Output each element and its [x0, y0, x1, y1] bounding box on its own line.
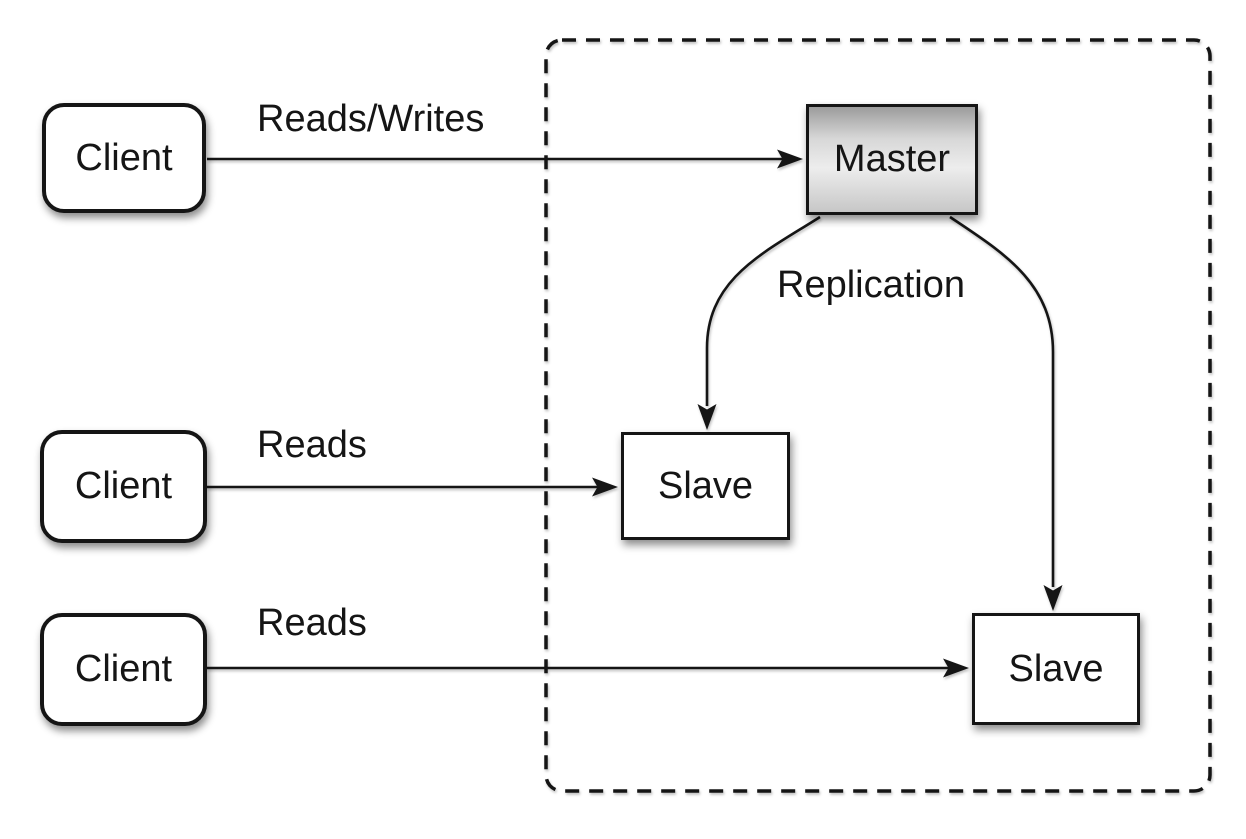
arrowhead-into-slave1-left: [592, 477, 618, 497]
node-client-2-label: Client: [74, 465, 173, 507]
edge-label-reads-top: Reads: [257, 424, 367, 466]
node-slave-2: Slave: [972, 613, 1140, 725]
node-client-3-label: Client: [74, 648, 173, 690]
node-master-label: Master: [833, 138, 951, 180]
node-slave-2-label: Slave: [1008, 647, 1104, 690]
node-client-2: Client: [40, 430, 207, 543]
arrowhead-into-slave2-top: [1043, 585, 1063, 611]
edge-label-reads-writes: Reads/Writes: [257, 98, 485, 140]
node-client-1: Client: [42, 103, 206, 213]
arrowhead-into-master: [777, 149, 803, 169]
arrowhead-into-slave2-left: [943, 658, 969, 678]
node-master: Master: [806, 104, 978, 215]
edge-label-reads-bottom: Reads: [257, 602, 367, 644]
edge-master-to-slave1: [705, 215, 821, 406]
edge-master-to-slave2: [949, 215, 1055, 587]
node-slave-1-label: Slave: [657, 464, 754, 507]
node-client-1-label: Client: [75, 136, 173, 179]
arrowhead-into-slave1-top: [697, 404, 717, 430]
cluster-boundary-dashed-box: [544, 38, 1212, 793]
edge-label-replication: Replication: [777, 264, 965, 306]
node-slave-1: Slave: [621, 432, 790, 540]
node-client-3: Client: [40, 613, 207, 726]
